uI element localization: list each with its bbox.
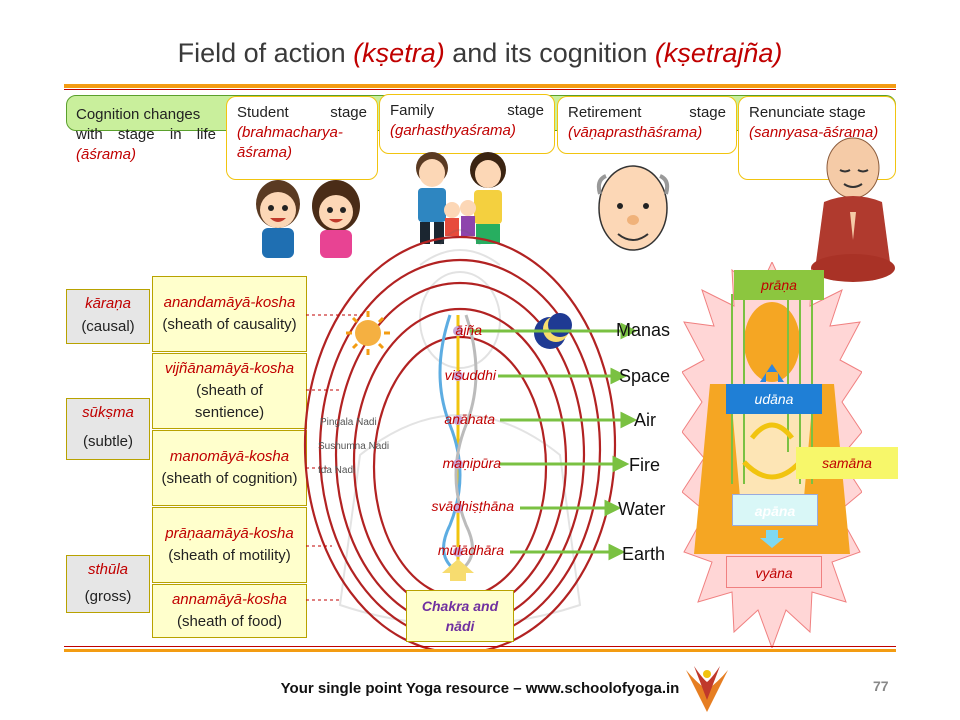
element-fire: Fire bbox=[629, 455, 660, 475]
title-rule bbox=[64, 84, 896, 88]
chakra-label-ajna: ājña bbox=[455, 322, 482, 338]
school-of-yoga-logo bbox=[686, 666, 728, 712]
element-earth: Earth bbox=[622, 544, 666, 564]
chakra-nadi-box: Chakra and nādi bbox=[406, 590, 514, 642]
elder-figure bbox=[596, 165, 670, 251]
vayu-prana: prāṇa bbox=[734, 270, 824, 300]
vayu-head bbox=[744, 302, 800, 382]
vayu-inner bbox=[730, 384, 814, 520]
chakra-label-anahata: anāhata bbox=[444, 411, 495, 427]
udana-arrow bbox=[760, 364, 784, 382]
father-figure bbox=[416, 152, 448, 244]
boy-figure bbox=[256, 180, 300, 258]
sheath-anandamaya: anandamāyā-kosha (sheath of causality) bbox=[152, 276, 307, 352]
page-number: 77 bbox=[873, 678, 889, 694]
stage-renunciate: Renunciate stage (sannyasa-āśrama) bbox=[738, 96, 896, 180]
vayu-apana: apāna bbox=[732, 494, 818, 526]
level-subtle: sūkṣma(subtle) bbox=[66, 398, 150, 460]
sun-icon bbox=[346, 311, 390, 355]
nadi-label-pingala: Pingala Nadi bbox=[320, 417, 377, 428]
title-rule-thin bbox=[64, 89, 896, 90]
student-figures bbox=[256, 180, 360, 258]
chakra-label-muladhara: mūlādhāra bbox=[437, 542, 504, 558]
sheath-vijnanamaya: vijñānamāyā-kosha (sheath of sentience) bbox=[152, 353, 307, 429]
chakra-label-svadhisthana: svādhiṣṭhāna bbox=[431, 498, 514, 514]
stage-student-sanskrit: (brahmacharya-āśrama) bbox=[237, 124, 343, 161]
girl-figure bbox=[312, 180, 360, 258]
mother-figure bbox=[470, 152, 506, 244]
level-gross: sthūla(gross) bbox=[66, 555, 150, 613]
sheath-connectors bbox=[306, 314, 366, 601]
monk-figure bbox=[811, 137, 895, 282]
vayu-samana: samāna bbox=[796, 447, 898, 479]
nadi-label-sushumna: Sushumna Nadi bbox=[318, 441, 390, 452]
stage-renunciate-sanskrit: (sannyasa-āśrama) bbox=[749, 124, 879, 141]
footer-rule-thin bbox=[64, 646, 896, 647]
children-figures bbox=[444, 200, 476, 236]
sheath-manomaya: manomāyā-kosha (sheath of cognition) bbox=[152, 430, 307, 506]
sheath-pranamaya: prāṇaamāyā-kosha (sheath of motility) bbox=[152, 507, 307, 583]
footer-rule bbox=[64, 649, 896, 652]
element-manas: Manas bbox=[616, 320, 671, 340]
element-space: Space bbox=[619, 366, 671, 386]
chakra-label-vishuddhi: viśuddhi bbox=[444, 367, 496, 383]
vayu-udana: udāna bbox=[726, 384, 822, 414]
stage-cognition-line1: Cognition changes bbox=[76, 106, 201, 123]
nadi-label-ida: Ida Nadi bbox=[318, 465, 356, 476]
nadi-channels bbox=[438, 314, 478, 572]
apana-arrow bbox=[760, 530, 784, 548]
stage-family-sanskrit: (garhasthyaśrama) bbox=[390, 122, 516, 139]
kundalini-arrow bbox=[442, 559, 474, 581]
samana-swirl bbox=[742, 422, 802, 480]
chakra-element-arrows bbox=[470, 322, 638, 561]
page-title: Field of action (kṣetra) and its cogniti… bbox=[177, 38, 783, 68]
level-causal: kāraṇa(causal) bbox=[66, 289, 150, 344]
chakra-dots bbox=[453, 326, 463, 557]
element-air: Air bbox=[634, 410, 656, 430]
element-water: Water bbox=[618, 499, 666, 519]
stage-retirement-sanskrit: (vāṇaprasthāśrama) bbox=[568, 124, 703, 141]
chakra-diagram bbox=[303, 229, 638, 650]
sheath-annamaya: annamāyā-kosha (sheath of food) bbox=[152, 584, 307, 638]
footer-text: Your single point Yoga resource – www.sc… bbox=[280, 680, 680, 697]
vayu-vyana: vyāna bbox=[726, 556, 822, 588]
family-figures bbox=[416, 152, 506, 244]
chakra-label-manipura: maṇipūra bbox=[442, 455, 501, 471]
